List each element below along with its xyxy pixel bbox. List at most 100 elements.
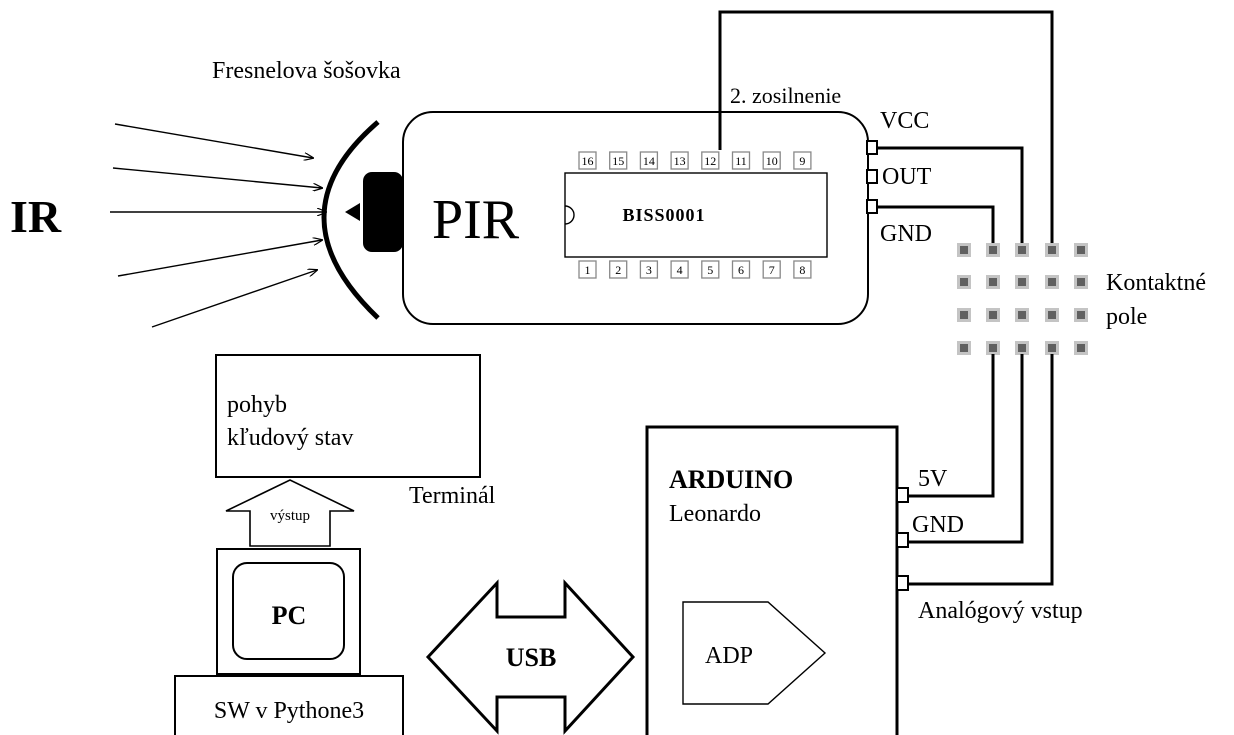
chip-pin-number: 13 [674, 154, 686, 168]
chip-pin [578, 151, 597, 170]
chip-body [564, 172, 828, 258]
usb-label: USB [506, 643, 557, 672]
chip-pin [731, 151, 751, 170]
contact-field [957, 243, 1088, 355]
vcc-label: VCC [880, 108, 929, 134]
chip-pin [793, 260, 812, 279]
terminal-line2: kľudový stav [227, 425, 353, 451]
chip-pin-number: 9 [799, 154, 805, 168]
ir-ray [151, 270, 317, 328]
chip-pin [701, 151, 720, 170]
ir-ray [117, 240, 322, 277]
out-pin [866, 169, 878, 184]
chip-pin [639, 151, 659, 170]
contact-hole-center [1077, 246, 1085, 254]
terminal-window [215, 354, 481, 478]
chip-pin-number: 8 [799, 263, 805, 277]
gnd-wire [877, 205, 995, 250]
chip-pin-number: 15 [612, 154, 624, 168]
contact-hole-center [960, 278, 968, 286]
pc-screen [232, 562, 345, 660]
chip-pin [731, 260, 751, 279]
sensor-element [363, 172, 403, 252]
chip-pin [578, 260, 597, 279]
chip-pin-number: 7 [769, 263, 775, 277]
chip-pin [609, 151, 628, 170]
field-label-line2: pole [1106, 304, 1147, 330]
contact-hole-center [989, 344, 997, 352]
contact-hole-center [1018, 246, 1026, 254]
chip-pin-number: 6 [738, 263, 744, 277]
ground-wire [908, 354, 1024, 544]
chip-pin-number: 1 [585, 263, 591, 277]
chip-pin-number: 10 [766, 154, 778, 168]
contact-hole-center [989, 246, 997, 254]
vcc-wire [877, 146, 1024, 250]
pc-label: PC [272, 601, 307, 630]
chip-label: BISS0001 [622, 205, 705, 225]
amp-label: 2. zosilnenie [730, 83, 841, 108]
chip-pin [701, 260, 720, 279]
contact-hole-center [1077, 344, 1085, 352]
gnd-label: GND [880, 221, 932, 247]
contact-hole-center [1048, 344, 1056, 352]
5v-wire [908, 354, 995, 498]
analog-wire [908, 354, 1054, 586]
adp-block [682, 601, 827, 705]
chip-notch [564, 205, 575, 225]
fresnel-lens [321, 120, 380, 320]
out-label: OUT [882, 164, 932, 190]
chip-pin-number: 2 [615, 263, 621, 277]
chip-pin [670, 260, 689, 279]
chip-pin-number: 12 [704, 154, 716, 168]
output-arrow [225, 479, 355, 547]
contact-hole-center [1048, 278, 1056, 286]
terminal-label: Terminál [409, 483, 496, 509]
contact-hole-center [989, 311, 997, 319]
software-box [174, 675, 404, 735]
ir-ray [112, 167, 322, 188]
ir-ray [114, 123, 313, 158]
ir-rays [110, 123, 326, 328]
contact-hole-center [1018, 311, 1026, 319]
software-label: SW v Pythone3 [214, 698, 364, 724]
analog-input-label: Analógový vstup [918, 598, 1083, 624]
arduino-gnd-label: GND [912, 512, 964, 538]
lens-focus-marker [345, 203, 360, 221]
contact-hole-center [960, 246, 968, 254]
contact-hole-center [1077, 311, 1085, 319]
field-label-line1: Kontaktné [1106, 270, 1206, 296]
chip-pin [670, 151, 689, 170]
arduino-model: Leonardo [669, 501, 761, 527]
contact-hole-center [989, 278, 997, 286]
5v-pin [896, 487, 909, 503]
contact-hole-center [1048, 246, 1056, 254]
adp-label: ADP [705, 643, 753, 669]
chip-pin-number: 16 [582, 154, 594, 168]
gnd-pin [866, 199, 878, 214]
vcc-pin [866, 140, 878, 155]
contact-hole-center [960, 311, 968, 319]
arduino-gnd-pin [896, 532, 909, 548]
chip-pin [762, 151, 781, 170]
contact-hole-center [1048, 311, 1056, 319]
pir-label: PIR [432, 189, 520, 251]
lens-label: Fresnelova šošovka [212, 58, 401, 84]
contact-hole-center [960, 344, 968, 352]
contact-hole-center [1018, 344, 1026, 352]
terminal-line1: pohyb [227, 392, 287, 418]
chip-pin [609, 260, 628, 279]
contact-hole-center [1077, 278, 1085, 286]
chip-pin [762, 260, 781, 279]
chip-pin [639, 260, 659, 279]
chip-pin-number: 11 [735, 154, 747, 168]
usb-arrow [425, 579, 636, 735]
chip-pin-number: 5 [707, 263, 713, 277]
chip-pin-number: 4 [677, 263, 683, 277]
arduino-label: ARDUINO [669, 465, 793, 494]
contact-hole-center [1018, 278, 1026, 286]
